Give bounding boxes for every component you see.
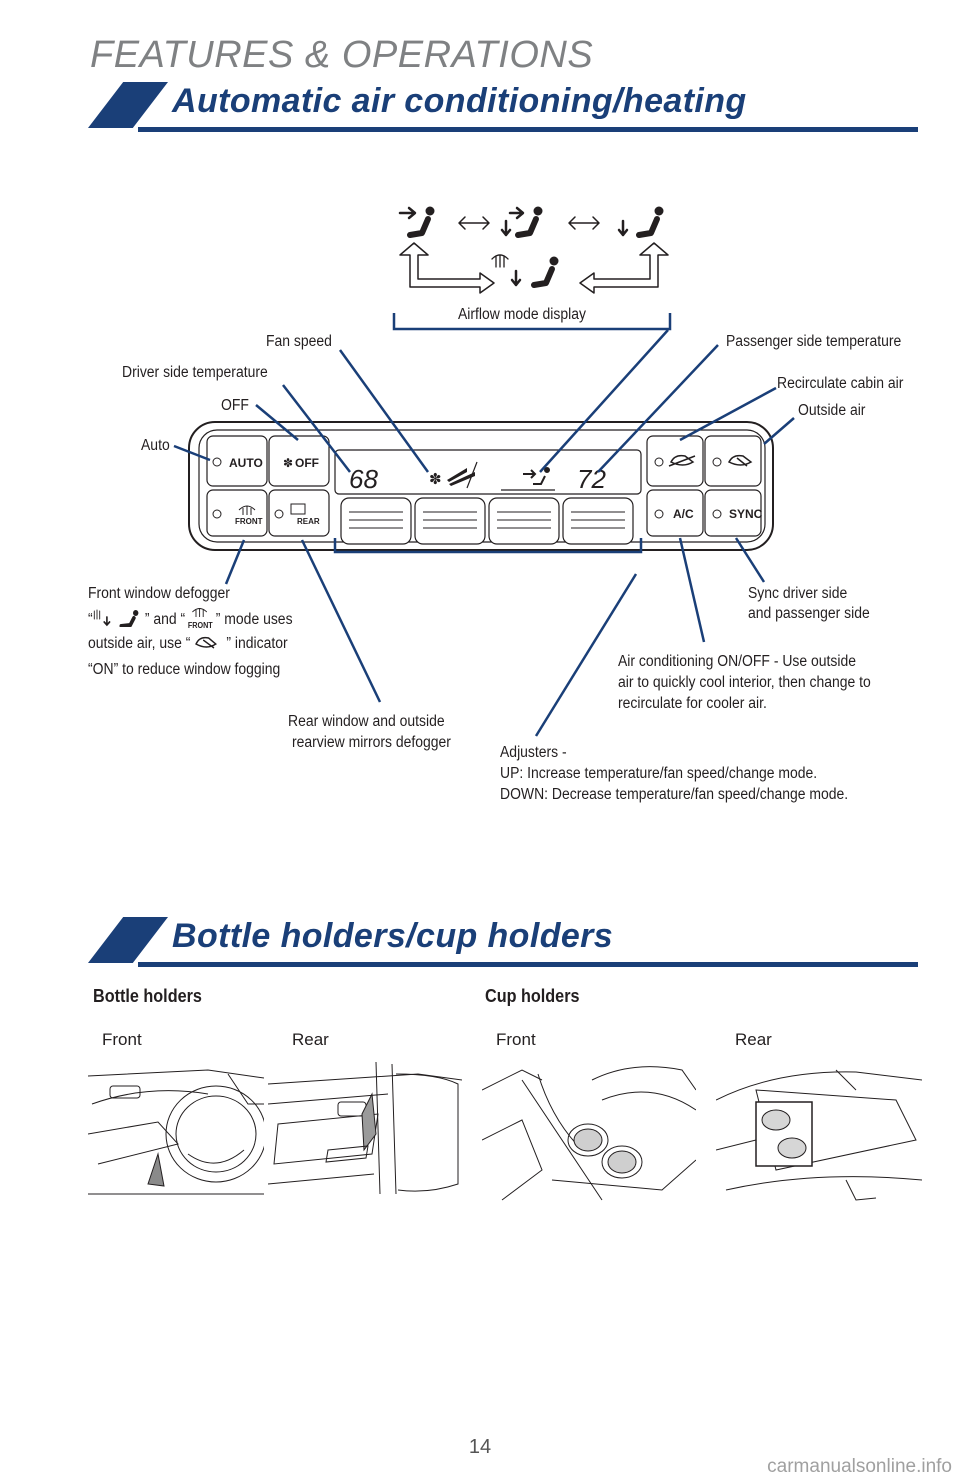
off-callout: OFF bbox=[221, 397, 249, 414]
airflow-bracket bbox=[392, 313, 672, 331]
svg-text:FRONT: FRONT bbox=[188, 621, 213, 630]
front-defogger-callout-line3: outside air, use “” indicator bbox=[88, 635, 288, 652]
outside-air-button[interactable] bbox=[704, 435, 762, 487]
bottle-front-illustration bbox=[88, 1064, 264, 1200]
return-arrow-left-icon bbox=[399, 242, 495, 294]
passenger-temp-callout: Passenger side temperature bbox=[726, 333, 902, 350]
off-button-label: OFF bbox=[295, 456, 319, 470]
bottle-rear-label: Rear bbox=[292, 1030, 329, 1049]
watermark: carmanualsonline.info bbox=[767, 1456, 952, 1477]
svg-text:✽: ✽ bbox=[429, 471, 442, 488]
front-defog-inline-icon: FRONT bbox=[188, 608, 213, 630]
return-arrow-right-icon bbox=[579, 242, 669, 294]
adjusters-callout-line3: DOWN: Decrease temperature/fan speed/cha… bbox=[500, 786, 849, 803]
banner-wedge-2 bbox=[88, 917, 168, 963]
lcd-display bbox=[334, 449, 642, 495]
outside-air-callout: Outside air bbox=[798, 402, 866, 419]
cup-rear-label: Rear bbox=[735, 1030, 772, 1049]
airflow-mode-indicator bbox=[501, 467, 555, 491]
airflow-face-icon bbox=[398, 206, 435, 238]
airflow-bilevel-icon bbox=[500, 206, 543, 238]
airflow-feet-defrost-icon bbox=[491, 254, 559, 288]
bottle-holders-heading: Bottle holders bbox=[93, 986, 202, 1006]
auto-button[interactable] bbox=[206, 435, 268, 487]
adjusters-callout-line2: UP: Increase temperature/fan speed/chang… bbox=[500, 765, 818, 782]
cup-holders-heading: Cup holders bbox=[485, 986, 580, 1006]
bottle-rear-illustration bbox=[268, 1054, 462, 1198]
fan-speed-callout: Fan speed bbox=[266, 333, 332, 350]
adjusters-callout-line1: Adjusters - bbox=[500, 744, 567, 761]
sync-button[interactable] bbox=[704, 489, 762, 537]
banner-rule bbox=[138, 127, 918, 132]
fan-icon: ✽ bbox=[283, 456, 293, 470]
outside-air-inline-icon bbox=[194, 636, 217, 649]
ac-callout-line1: Air conditioning ON/OFF - Use outside bbox=[618, 653, 857, 670]
front-defog-icon bbox=[238, 505, 256, 515]
page-number: 14 bbox=[468, 1436, 492, 1458]
sync-button-label: SYNC bbox=[729, 507, 763, 521]
banner-rule-2 bbox=[138, 962, 918, 967]
front-defogger-callout-line2: “” and “FRONT” mode uses bbox=[88, 608, 293, 630]
ac-callout-line3: recirculate for cooler air. bbox=[618, 695, 767, 712]
driver-temp-readout: 68 bbox=[349, 464, 378, 494]
bottle-front-label: Front bbox=[102, 1030, 142, 1049]
ac-section-banner: Automatic air conditioning/heating bbox=[88, 82, 918, 132]
cup-rear-illustration bbox=[716, 1060, 922, 1205]
recirculate-callout: Recirculate cabin air bbox=[777, 375, 904, 392]
airflow-mode-diagram bbox=[392, 206, 672, 331]
ac-section-title: Automatic air conditioning/heating bbox=[172, 82, 747, 120]
fan-speed-indicator: ✽ bbox=[429, 461, 478, 489]
rear-defog-button[interactable] bbox=[268, 489, 330, 537]
adjuster-mode[interactable] bbox=[488, 497, 560, 545]
auto-button-label: AUTO bbox=[229, 456, 263, 470]
cup-front-illustration bbox=[482, 1060, 696, 1205]
holders-section-title: Bottle holders/cup holders bbox=[172, 917, 614, 955]
feet-defrost-inline-icon bbox=[94, 609, 139, 628]
rear-defogger-callout-line2: rearview mirrors defogger bbox=[292, 734, 451, 751]
recirculate-icon bbox=[668, 454, 696, 467]
adjuster-passenger-temp[interactable] bbox=[562, 497, 634, 545]
sync-callout-line1: Sync driver side bbox=[748, 585, 848, 602]
ac-callout-line2: air to quickly cool interior, then chang… bbox=[618, 674, 871, 691]
adjuster-driver-temp[interactable] bbox=[340, 497, 412, 545]
driver-temp-callout: Driver side temperature bbox=[122, 364, 268, 381]
ac-button[interactable] bbox=[646, 489, 704, 537]
recirculate-button[interactable] bbox=[646, 435, 704, 487]
auto-callout: Auto bbox=[141, 437, 170, 454]
callout-lines bbox=[173, 329, 795, 737]
airflow-feet-icon bbox=[617, 206, 664, 238]
off-button[interactable] bbox=[268, 435, 330, 487]
cycle-arrow-icon bbox=[458, 216, 490, 230]
adjuster-fan[interactable] bbox=[414, 497, 486, 545]
rear-button-label: REAR bbox=[297, 517, 320, 526]
adjuster-bracket bbox=[333, 538, 643, 554]
outside-air-icon bbox=[727, 454, 753, 467]
cup-front-label: Front bbox=[496, 1030, 536, 1049]
front-defog-button[interactable] bbox=[206, 489, 268, 537]
rear-defog-icon bbox=[290, 503, 306, 515]
ac-button-label: A/C bbox=[673, 507, 694, 521]
front-defogger-callout-line4: “ON” to reduce window fogging bbox=[88, 661, 281, 678]
sync-callout-line2: and passenger side bbox=[748, 605, 870, 622]
airflow-mode-label: Airflow mode display bbox=[458, 306, 586, 323]
cycle-arrow-icon-2 bbox=[568, 216, 600, 230]
rear-defogger-callout-line1: Rear window and outside bbox=[288, 713, 445, 730]
front-button-label: FRONT bbox=[235, 517, 263, 526]
holders-section-banner: Bottle holders/cup holders bbox=[88, 917, 918, 967]
front-defogger-callout-line1: Front window defogger bbox=[88, 585, 230, 602]
section-label: FEATURES & OPERATIONS bbox=[90, 34, 594, 76]
